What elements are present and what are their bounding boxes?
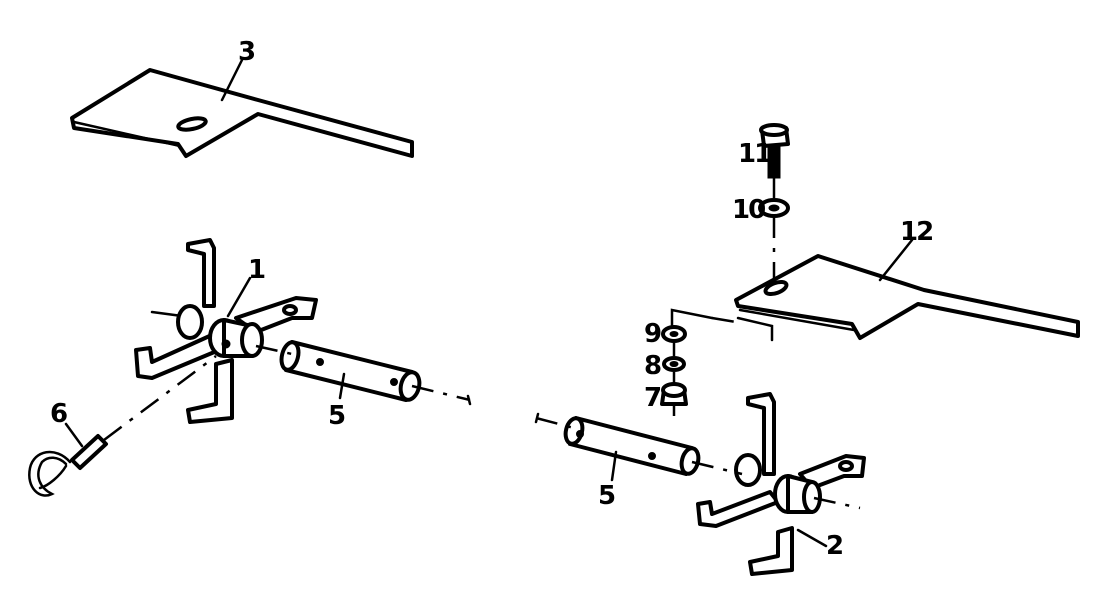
callout-7: 7 — [644, 383, 661, 413]
part-12-cover-plate — [670, 254, 1080, 342]
part-1-tine-assembly — [134, 238, 318, 424]
part-5-pin-right — [563, 416, 701, 476]
part-6-hairpin — [28, 434, 108, 497]
part-5-pin-left — [279, 340, 422, 402]
callout-11: 11 — [738, 139, 771, 169]
callout-3: 3 — [238, 37, 255, 67]
callout-5-right: 5 — [598, 481, 615, 511]
part-7-nut — [660, 382, 688, 406]
callout-6: 6 — [50, 399, 67, 429]
callout-5-left: 5 — [328, 401, 345, 431]
leader-lines — [64, 58, 914, 548]
part-8-washer — [662, 356, 686, 372]
callout-10: 10 — [732, 195, 765, 225]
callout-8: 8 — [644, 351, 661, 381]
assembly-centerlines — [103, 178, 861, 510]
part-3-cover-plate — [70, 68, 414, 158]
part-10-washer — [758, 198, 790, 218]
callout-2: 2 — [826, 531, 842, 561]
callout-labels: 3 1 5 6 11 10 12 9 8 7 5 2 — [50, 37, 934, 561]
part-11-bolt — [759, 123, 790, 179]
callout-12: 12 — [900, 217, 932, 247]
part-2-tine-assembly — [696, 392, 866, 576]
callout-1: 1 — [248, 255, 265, 285]
part-9-washer — [661, 325, 687, 343]
callout-9: 9 — [644, 319, 661, 349]
